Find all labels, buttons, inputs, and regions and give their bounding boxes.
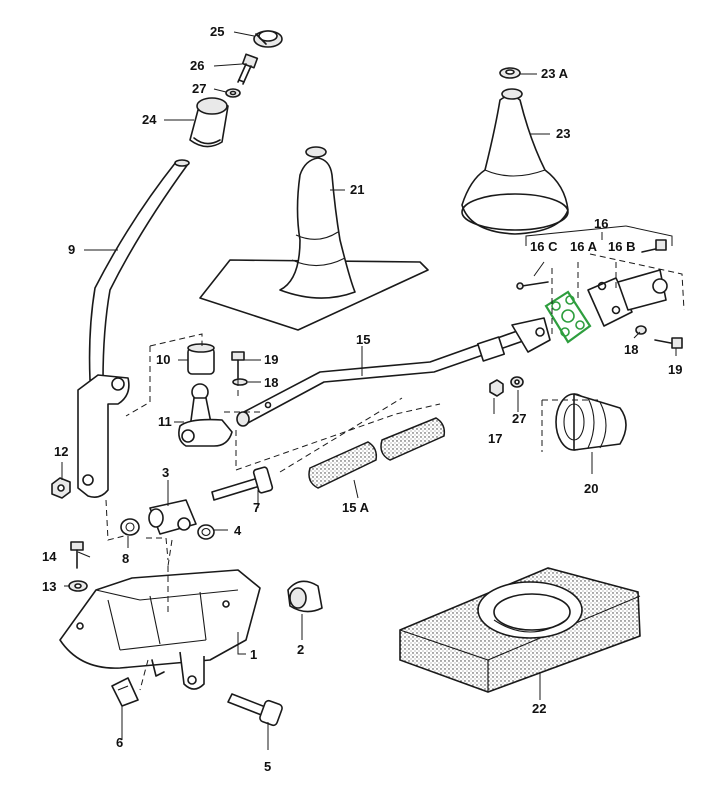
guide-lines xyxy=(105,253,685,691)
bolt-19-left xyxy=(231,351,245,379)
boot-21 xyxy=(199,146,429,331)
console-22 xyxy=(399,567,641,693)
label-12: 12 xyxy=(54,444,69,459)
label-8: 8 xyxy=(122,551,130,566)
nut-12 xyxy=(51,477,71,499)
washer-27-top xyxy=(225,88,241,98)
gear-lever-9 xyxy=(77,159,190,498)
label-22: 22 xyxy=(532,701,547,716)
label-19-left: 19 xyxy=(264,352,279,367)
label-26: 26 xyxy=(190,58,205,73)
label-4: 4 xyxy=(234,523,242,538)
pin-7 xyxy=(211,466,274,501)
label-11: 11 xyxy=(158,414,172,429)
label-23: 23 xyxy=(556,126,571,141)
label-1: 1 xyxy=(250,647,258,662)
label-9: 9 xyxy=(68,242,76,257)
boot-20 xyxy=(555,393,627,451)
label-13: 13 xyxy=(42,579,57,594)
label-7: 7 xyxy=(253,500,261,515)
selector-11 xyxy=(178,383,233,447)
label-20: 20 xyxy=(584,481,599,496)
ring-4 xyxy=(197,524,215,540)
label-16b: 16 B xyxy=(608,239,636,254)
label-15: 15 xyxy=(356,332,371,347)
screw-26 xyxy=(237,53,259,85)
housing-1 xyxy=(59,569,261,690)
bolt-16c xyxy=(516,281,549,290)
label-21: 21 xyxy=(350,182,365,197)
label-14: 14 xyxy=(42,549,57,564)
cap-10 xyxy=(187,343,215,375)
clip-6 xyxy=(111,677,139,707)
label-2: 2 xyxy=(297,642,305,657)
label-15a: 15 A xyxy=(342,500,369,515)
bolt-14 xyxy=(70,541,84,569)
label-3: 3 xyxy=(162,465,170,480)
bushing-2 xyxy=(287,580,323,613)
label-18-right: 18 xyxy=(624,342,639,357)
label-18-left: 18 xyxy=(264,375,279,390)
ring-8 xyxy=(120,518,140,536)
boot-23 xyxy=(461,88,569,235)
clip-18-left xyxy=(232,378,248,386)
cap-25 xyxy=(253,30,283,48)
bolt-16b xyxy=(641,239,667,253)
label-27-mid: 27 xyxy=(512,411,527,426)
washer-27-mid xyxy=(510,376,524,388)
washer-13 xyxy=(68,580,88,592)
label-5: 5 xyxy=(264,759,272,774)
label-6: 6 xyxy=(116,735,124,750)
label-16: 16 xyxy=(594,216,609,231)
label-27-top: 27 xyxy=(192,81,207,96)
label-24: 24 xyxy=(142,112,157,127)
knob-24 xyxy=(189,97,229,148)
label-16c: 16 C xyxy=(530,239,558,254)
coupling-16b xyxy=(587,269,668,327)
label-17: 17 xyxy=(488,431,503,446)
ring-23a xyxy=(499,67,521,79)
sleeve-15a xyxy=(308,417,446,489)
pivot-3 xyxy=(148,499,197,535)
label-16a: 16 A xyxy=(570,239,597,254)
bolt-19-right xyxy=(654,337,683,349)
leader-lines xyxy=(61,31,677,750)
label-23a: 23 A xyxy=(541,66,568,81)
shift-rod-15 xyxy=(236,317,551,427)
nut-17 xyxy=(489,379,504,397)
label-19-right: 19 xyxy=(668,362,683,377)
label-10: 10 xyxy=(156,352,171,367)
joint-16a-highlight xyxy=(544,290,592,344)
label-25: 25 xyxy=(210,24,225,39)
washer-18-right xyxy=(635,325,647,335)
pin-5 xyxy=(227,693,283,727)
